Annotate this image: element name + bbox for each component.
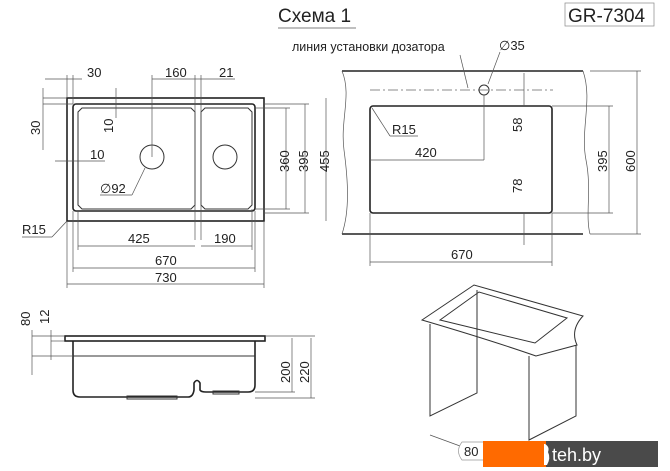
- dim-30-left: 30: [87, 65, 101, 80]
- dim-drain-diameter: ∅92: [100, 181, 126, 196]
- left-bowl: [77, 107, 196, 210]
- right-bowl: [200, 107, 253, 210]
- dim-21: 21: [219, 65, 233, 80]
- dim-30-top: 30: [28, 121, 43, 135]
- dim-730: 730: [155, 270, 177, 285]
- watermark-text: teh.by: [552, 445, 601, 465]
- iso-left-panel: [429, 290, 478, 417]
- dim-r15: R15: [22, 222, 46, 237]
- dim-12: 12: [37, 310, 52, 324]
- watermark: teh.by: [483, 441, 658, 467]
- inner-rim: [72, 103, 256, 212]
- dim-425: 425: [128, 231, 150, 246]
- iso-view: 80: [420, 284, 584, 461]
- dim-455: 455: [317, 150, 332, 172]
- model-number: GR-7304: [568, 6, 646, 27]
- dim-80-iso: 80: [464, 444, 478, 459]
- dim-58: 58: [510, 118, 525, 132]
- dim-hole-35: ∅35: [499, 38, 525, 53]
- dispenser-line-label: линия установки дозатора: [292, 40, 445, 54]
- bottle-logo-icon: [544, 444, 550, 465]
- iso-right-panel: [528, 345, 577, 441]
- dim-395-cutout: 395: [595, 150, 610, 172]
- dim-420: 420: [415, 145, 437, 160]
- drawing-title: Схема 1: [278, 6, 351, 27]
- dim-80-side: 80: [18, 312, 33, 326]
- dim-10-left: 10: [90, 147, 104, 162]
- right-drain: [212, 144, 238, 170]
- outer-rim: [66, 97, 265, 222]
- dim-78: 78: [510, 179, 525, 193]
- dim-220: 220: [297, 361, 312, 383]
- dim-r15-cutout: R15: [392, 122, 416, 137]
- top-view: 30 160 21 30 10 10 ∅92 R15 425 190 670 7…: [22, 65, 332, 288]
- model-box: [564, 2, 655, 27]
- cutout-rect: [369, 105, 553, 214]
- dim-395: 395: [296, 150, 311, 172]
- side-view: 80 12 200 220: [18, 310, 315, 400]
- dim-200: 200: [278, 361, 293, 383]
- side-body: [72, 341, 256, 398]
- side-rim: [64, 335, 266, 342]
- dim-10-top: 10: [101, 119, 116, 133]
- dim-360: 360: [277, 150, 292, 172]
- iso-countertop: [420, 284, 584, 357]
- dim-670: 670: [155, 253, 177, 268]
- dim-600: 600: [623, 150, 638, 172]
- cutout-view: линия установки дозатора ∅35 R15 420 58 …: [292, 38, 641, 266]
- iso-sink-opening: [438, 291, 569, 344]
- dim-190: 190: [214, 231, 236, 246]
- dim-670-cutout: 670: [451, 247, 473, 262]
- dim-160: 160: [165, 65, 187, 80]
